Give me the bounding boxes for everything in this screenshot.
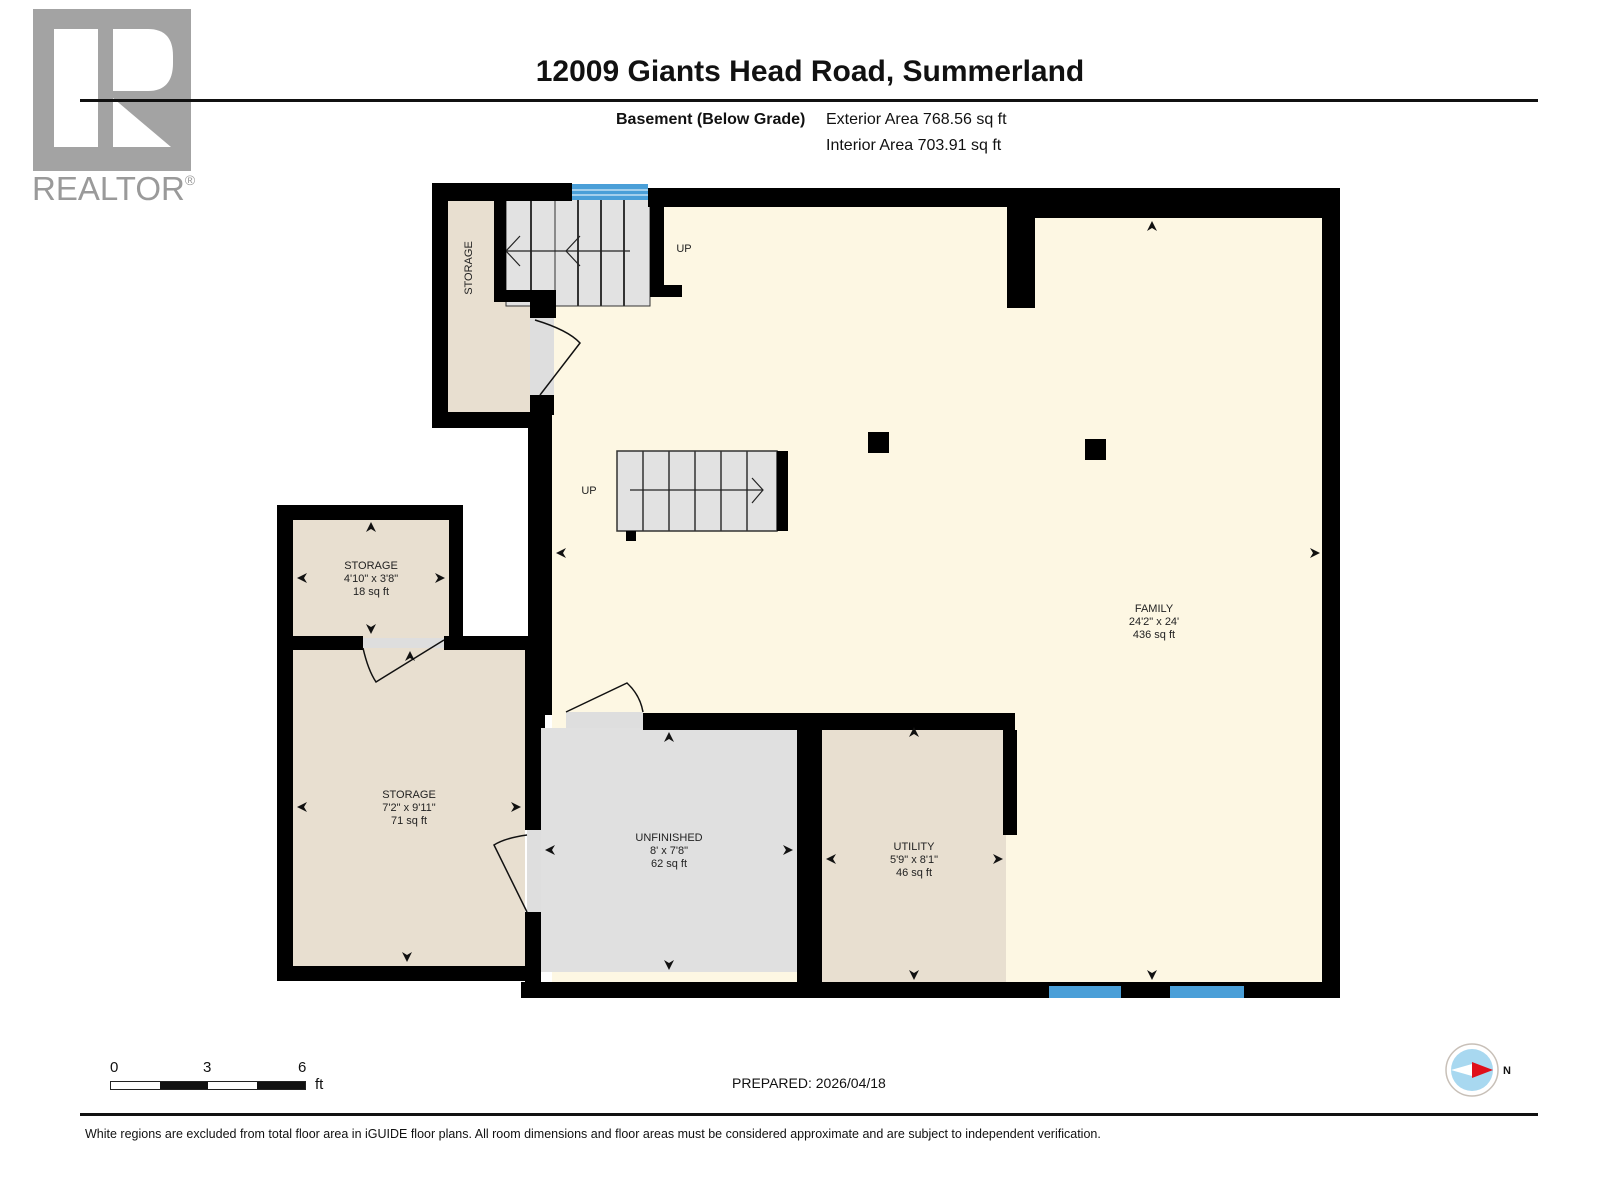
windows	[572, 184, 1244, 998]
svg-text:FAMILY: FAMILY	[1135, 603, 1174, 615]
page-title: 12009 Giants Head Road, Summerland	[535, 55, 1085, 88]
unfinished-fill	[541, 728, 797, 972]
doors	[362, 318, 644, 913]
svg-text:46 sq ft: 46 sq ft	[896, 867, 932, 879]
window-bottom-left	[1049, 986, 1121, 998]
svg-text:8' x 7'8": 8' x 7'8"	[650, 845, 688, 857]
utility-fill	[822, 724, 1006, 982]
disclaimer: White regions are excluded from total fl…	[85, 1127, 1101, 1141]
room-label-storage-small: STORAGE 4'10" x 3'8" 18 sq ft	[344, 560, 398, 598]
north-arrow-icon: N	[1445, 1043, 1511, 1097]
footer-divider	[80, 1113, 1538, 1116]
svg-text:7'2" x 9'11": 7'2" x 9'11"	[382, 802, 435, 814]
svg-text:UTILITY: UTILITY	[894, 841, 936, 853]
stair-middle-up-label: UP	[581, 485, 596, 497]
room-label-family: FAMILY 24'2" x 24' 436 sq ft	[1129, 603, 1179, 641]
stair-top	[505, 197, 651, 307]
scale-unit: ft	[315, 1076, 324, 1093]
room-label-unfinished: UNFINISHED 8' x 7'8" 62 sq ft	[635, 832, 702, 870]
floor-label: Basement (Below Grade)	[616, 111, 806, 128]
svg-text:UNFINISHED: UNFINISHED	[635, 832, 702, 844]
room-label-utility: UTILITY 5'9" x 8'1" 46 sq ft	[890, 841, 938, 879]
window-bottom-right	[1170, 986, 1244, 998]
window-top	[572, 184, 648, 200]
svg-text:STORAGE: STORAGE	[382, 789, 436, 801]
storage-large-fill	[293, 648, 525, 966]
exterior-area: Exterior Area 768.56 sq ft	[826, 111, 1007, 128]
stair-top-up-label: UP	[676, 243, 691, 255]
interior-area: Interior Area 703.91 sq ft	[826, 137, 1002, 154]
realtor-logo	[33, 9, 191, 171]
realtor-wordmark: REALTOR®	[32, 170, 196, 207]
svg-text:5'9" x 8'1": 5'9" x 8'1"	[890, 854, 938, 866]
svg-text:24'2" x 24': 24'2" x 24'	[1129, 616, 1179, 628]
prepared-date: PREPARED: 2026/04/18	[732, 1075, 886, 1091]
svg-text:N: N	[1503, 1065, 1511, 1077]
scale-tick-0: 0	[110, 1059, 119, 1076]
compass: N	[1445, 1043, 1515, 1108]
header-divider	[80, 99, 1538, 102]
svg-text:62 sq ft: 62 sq ft	[651, 858, 687, 870]
svg-text:71 sq ft: 71 sq ft	[391, 815, 427, 827]
room-label-storage-closet: STORAGE	[463, 241, 475, 295]
storage-small-fill	[293, 518, 449, 638]
stair-middle	[616, 450, 788, 541]
svg-text:4'10" x 3'8": 4'10" x 3'8"	[344, 573, 398, 585]
svg-text:436 sq ft: 436 sq ft	[1133, 629, 1175, 641]
walls	[277, 183, 1340, 998]
svg-text:18 sq ft: 18 sq ft	[353, 586, 389, 598]
realtor-r-icon	[54, 29, 173, 147]
svg-text:STORAGE: STORAGE	[344, 560, 398, 572]
room-label-storage-large: STORAGE 7'2" x 9'11" 71 sq ft	[382, 789, 436, 827]
scale-tick-3: 3	[203, 1059, 212, 1076]
scale-tick-6: 6	[298, 1059, 307, 1076]
